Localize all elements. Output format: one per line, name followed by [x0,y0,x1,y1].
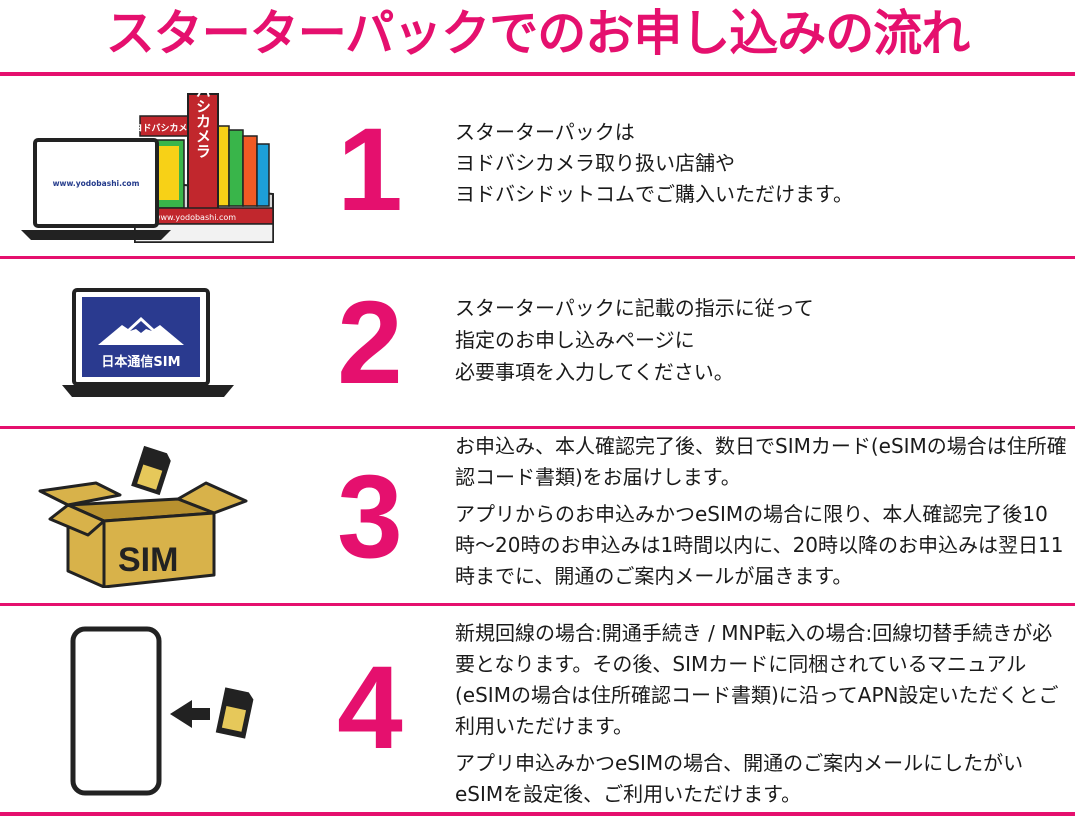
step-2-line-1: スターターパックに記載の指示に従って [455,296,814,320]
sim-card-icon [131,445,171,496]
step-2-line-3: 必要事項を入力してください。 [455,360,734,384]
step-2-text: スターターパックに記載の指示に従って 指定のお申し込みページに 必要事項を入力し… [455,292,1067,388]
step-1: ヨドバシカメラ ヨドバシカメラ www.yodobashi.com www.yo… [0,76,1075,256]
divider-bottom [0,812,1075,816]
step-1-line-1: スターターパックは [455,120,635,144]
step-4-paragraph-1: 新規回線の場合:開通手続き / MNP転入の場合:回線切替手続きが必要となります… [455,621,1059,738]
store-laptop-illustration: ヨドバシカメラ ヨドバシカメラ www.yodobashi.com www.yo… [21,90,274,243]
step-2: 日本通信SIM 2 スターターパックに記載の指示に従って 指定のお申し込みページ… [0,259,1075,426]
store-sign-small: ヨドバシカメラ [133,123,196,134]
step-4-paragraph-2: アプリ申込みかつeSIMの場合、開通のご案内メールにしたがいeSIMを設定後、ご… [455,751,1024,806]
step-1-text: スターターパックは ヨドバシカメラ取り扱い店舗や ヨドバシドットコムでご購入いた… [455,117,1067,210]
step-3-paragraph-2: アプリからのお申込みかつeSIMの場合に限り、本人確認完了後10時〜20時のお申… [455,502,1064,588]
step-2-line-2: 指定のお申し込みページに [455,328,695,352]
step-1-line-3: ヨドバシドットコムでご購入いただけます。 [455,182,853,206]
step-3-paragraph-1: お申込み、本人確認完了後、数日でSIMカード(eSIMの場合は住所確認コード書類… [455,434,1067,489]
laptop-illustration: 日本通信SIM [62,288,234,397]
step-4: 4 新規回線の場合:開通手続き / MNP転入の場合:回線切替手続きが必要となり… [0,606,1075,812]
page-title: スターターパックでのお申し込みの流れ [105,5,971,62]
divider-top [0,72,1075,76]
laptop-url: www.yodobashi.com [53,179,140,188]
sim-card-icon [215,687,254,739]
divider-2 [0,426,1075,429]
divider-3 [0,603,1075,606]
box-label: SIM [118,541,178,579]
phone-sim-illustration [70,626,254,796]
step-number: 3 [337,451,403,583]
step-4-text: 新規回線の場合:開通手続き / MNP転入の場合:回線切替手続きが必要となります… [455,618,1067,810]
step-number: 2 [337,277,403,409]
smartphone-icon [70,626,162,796]
step-3: SIM 3 お申込み、本人確認完了後、数日でSIMカード(eSIMの場合は住所確… [0,429,1075,603]
divider-1 [0,256,1075,259]
step-1-line-2: ヨドバシカメラ取り扱い店舗や [455,151,735,175]
step-number: 4 [337,642,403,774]
store-url-banner: www.yodobashi.com [154,213,236,222]
screen-label: 日本通信SIM [101,354,180,370]
step-number: 1 [337,104,403,236]
sim-box-illustration: SIM [38,445,248,588]
store-vertical-sign: ヨドバシカメラ [194,90,212,159]
step-3-text: お申込み、本人確認完了後、数日でSIMカード(eSIMの場合は住所確認コード書類… [455,431,1067,592]
arrow-left-icon [170,700,210,728]
